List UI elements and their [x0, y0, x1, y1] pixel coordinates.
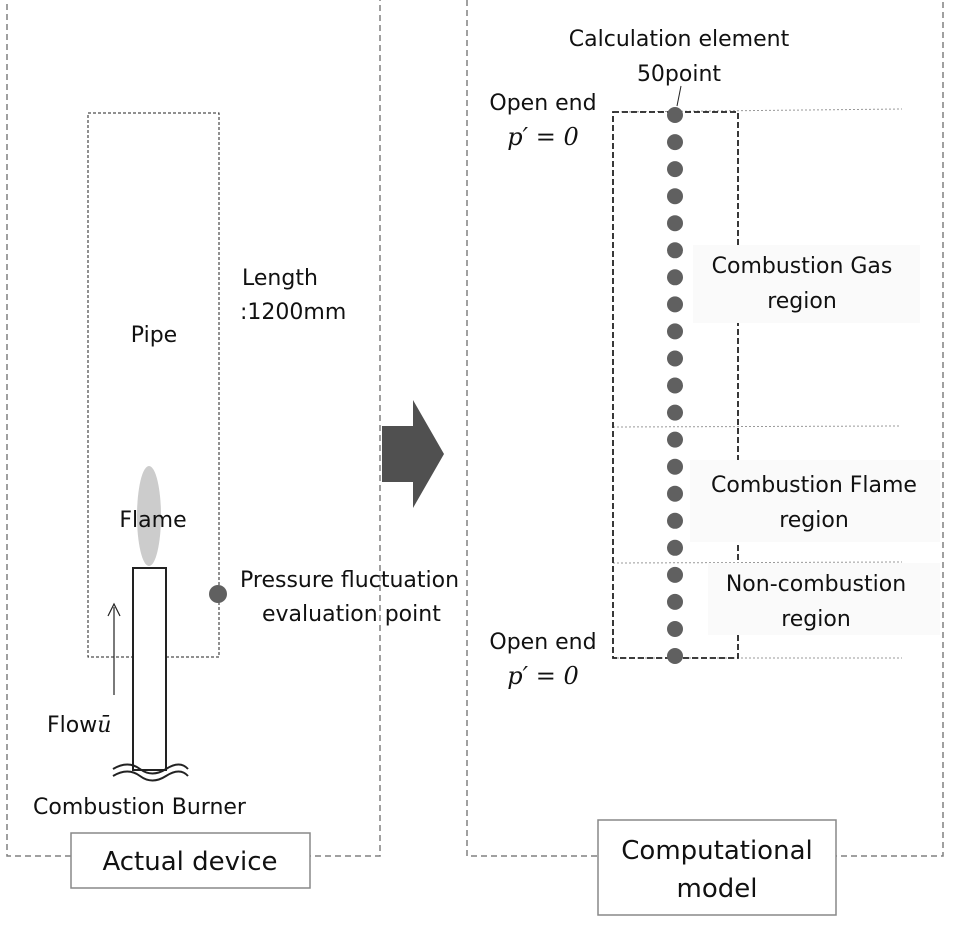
calculation-element-dot — [667, 323, 683, 340]
flame-region-label-line2: region — [779, 508, 849, 533]
calculation-element-label: Calculation element — [569, 27, 790, 52]
calculation-element-dot — [667, 539, 683, 556]
flame-shape — [137, 466, 161, 566]
flow-symbol: ū — [97, 713, 111, 738]
flame-label: Flame — [119, 508, 186, 533]
length-value: :1200mm — [240, 300, 346, 325]
calculation-element-dot — [667, 593, 683, 610]
calculation-element-dot — [667, 431, 683, 448]
pipe-label: Pipe — [131, 323, 177, 348]
calculation-element-dot — [667, 107, 683, 123]
calculation-element-dot — [667, 648, 683, 664]
region-line-flame-noncombustion — [612, 561, 903, 564]
calculation-element-dot — [667, 134, 683, 151]
transition-arrow — [382, 400, 444, 508]
noncombustion-region-label-line2: region — [781, 607, 851, 632]
calculation-element-dot — [667, 242, 683, 259]
calculation-element-dot — [667, 377, 683, 394]
computational-model-caption: Computational — [621, 836, 812, 866]
gas-region-label: Combustion Gas — [712, 254, 893, 279]
pressure-evaluation-point — [209, 585, 227, 603]
calculation-element-dots — [667, 107, 683, 664]
gas-region-label-line2: region — [767, 289, 837, 314]
open-end-top-condition: p′ = 0 — [507, 123, 578, 151]
calculation-element-dot — [667, 161, 683, 178]
burner-tube — [132, 567, 167, 771]
calculation-element-dot — [667, 566, 683, 583]
actual-device-caption-box — [70, 832, 311, 889]
region-line-gas-flame — [612, 425, 901, 428]
element-label-leader — [676, 85, 682, 107]
noncombustion-region-label: Non-combustion — [726, 572, 906, 597]
open-end-bottom-condition: p′ = 0 — [507, 662, 578, 690]
calculation-element-dot — [667, 404, 683, 421]
calculation-element-dot — [667, 350, 683, 367]
burner-label: Combustion Burner — [33, 795, 247, 820]
burner-break-mark — [112, 763, 189, 782]
actual-device-caption: Actual device — [102, 847, 277, 877]
actual-device-panel-border — [6, 0, 381, 857]
calculation-element-dot — [667, 215, 683, 232]
region-line-top — [612, 108, 903, 113]
noncombustion-region-label-bg — [708, 563, 940, 635]
calculation-element-dot — [667, 458, 683, 475]
calculation-element-dot — [667, 269, 683, 286]
length-label: Length — [242, 266, 318, 291]
calculation-element-count: 50point — [637, 62, 721, 87]
pressure-label: Pressure fluctuation — [240, 568, 459, 593]
open-end-bottom-label: Open end — [489, 630, 596, 655]
flame-region-label-bg — [690, 460, 940, 542]
flame-region-label: Combustion Flame — [711, 473, 917, 498]
computational-model-caption-line2: model — [677, 874, 758, 904]
calculation-element-dot — [667, 512, 683, 529]
calculation-element-dot — [667, 296, 683, 313]
computational-model-caption-box — [597, 819, 837, 916]
pressure-label-line2: evaluation point — [262, 602, 441, 627]
calculation-element-dot — [667, 188, 683, 205]
calculation-element-dot — [667, 621, 683, 637]
calculation-element-dot — [667, 485, 683, 502]
gas-region-label-bg — [693, 245, 920, 323]
open-end-top-label: Open end — [489, 91, 596, 116]
flow-label: Flowū — [47, 713, 111, 738]
flow-arrow-head — [107, 602, 121, 617]
